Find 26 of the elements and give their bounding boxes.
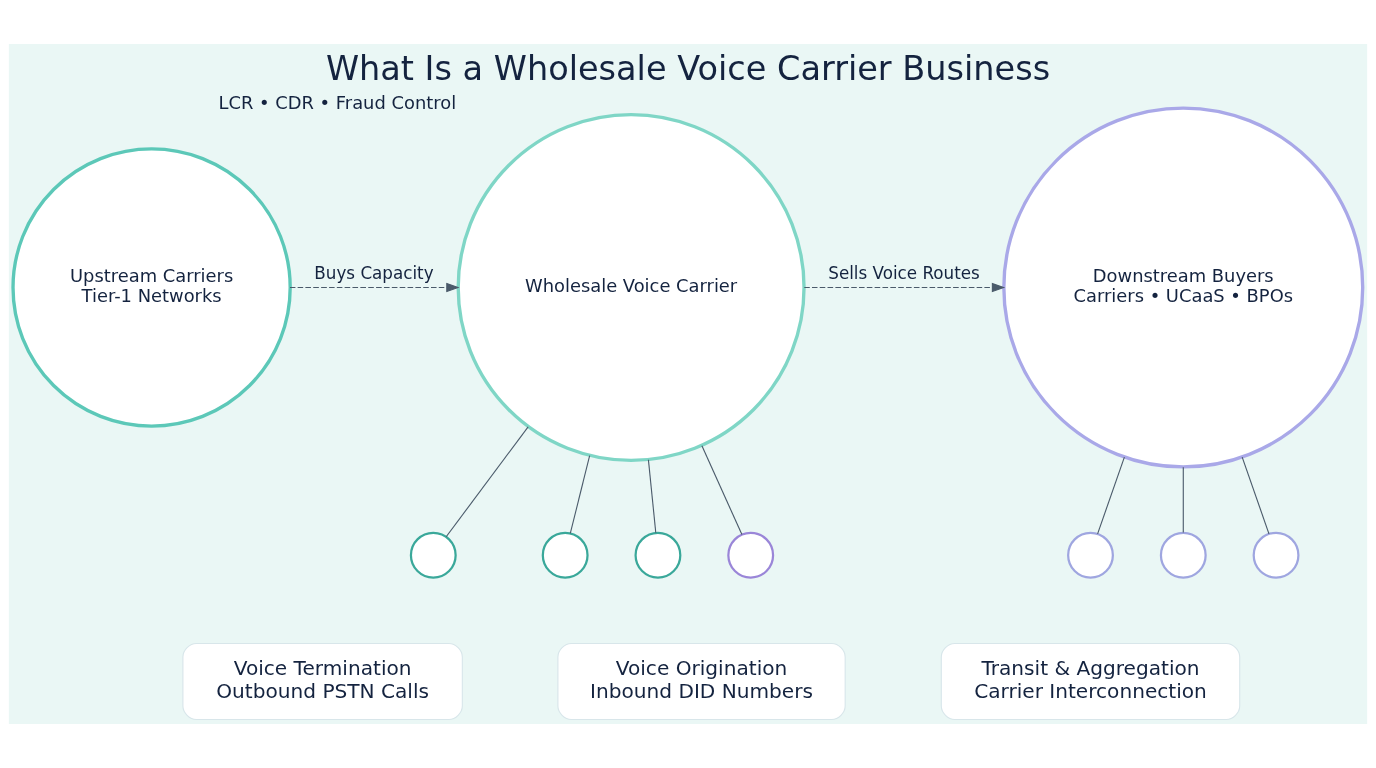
connector [701, 445, 743, 536]
edge-label: Sells Voice Routes [828, 262, 980, 283]
connector [569, 455, 591, 534]
node-box: Voice Termination Outbound PSTN Calls [182, 642, 463, 721]
connector [647, 459, 657, 534]
node-circle: Upstream Carriers Tier-1 Networks [11, 147, 292, 428]
node-box: Voice Origination Inbound DID Numbers [557, 642, 846, 721]
connector [1182, 466, 1184, 534]
connector [1097, 456, 1125, 535]
node-circle: Wholesale Voice Carrier [456, 112, 806, 463]
diagram-title: What Is a Wholesale Voice Carrier Business [325, 48, 1051, 88]
node-label: LCR • CDR • Fraud Control [218, 91, 457, 113]
node-circle [409, 531, 457, 579]
connector [445, 426, 529, 538]
edge-label: Buys Capacity [314, 262, 434, 283]
node-circle: Downstream Buyers Carriers • UCaaS • BPOs [1002, 106, 1365, 469]
node-circle [1252, 531, 1300, 579]
node-circle [541, 531, 589, 579]
arrow [803, 282, 1006, 293]
node-circle [634, 531, 682, 579]
node-circle [727, 531, 775, 579]
node-circle [1159, 531, 1207, 579]
arrow [289, 282, 460, 293]
connector [1241, 456, 1270, 535]
node-circle [1067, 531, 1114, 579]
node-box: Transit & Aggregation Carrier Interconnection [940, 642, 1241, 721]
